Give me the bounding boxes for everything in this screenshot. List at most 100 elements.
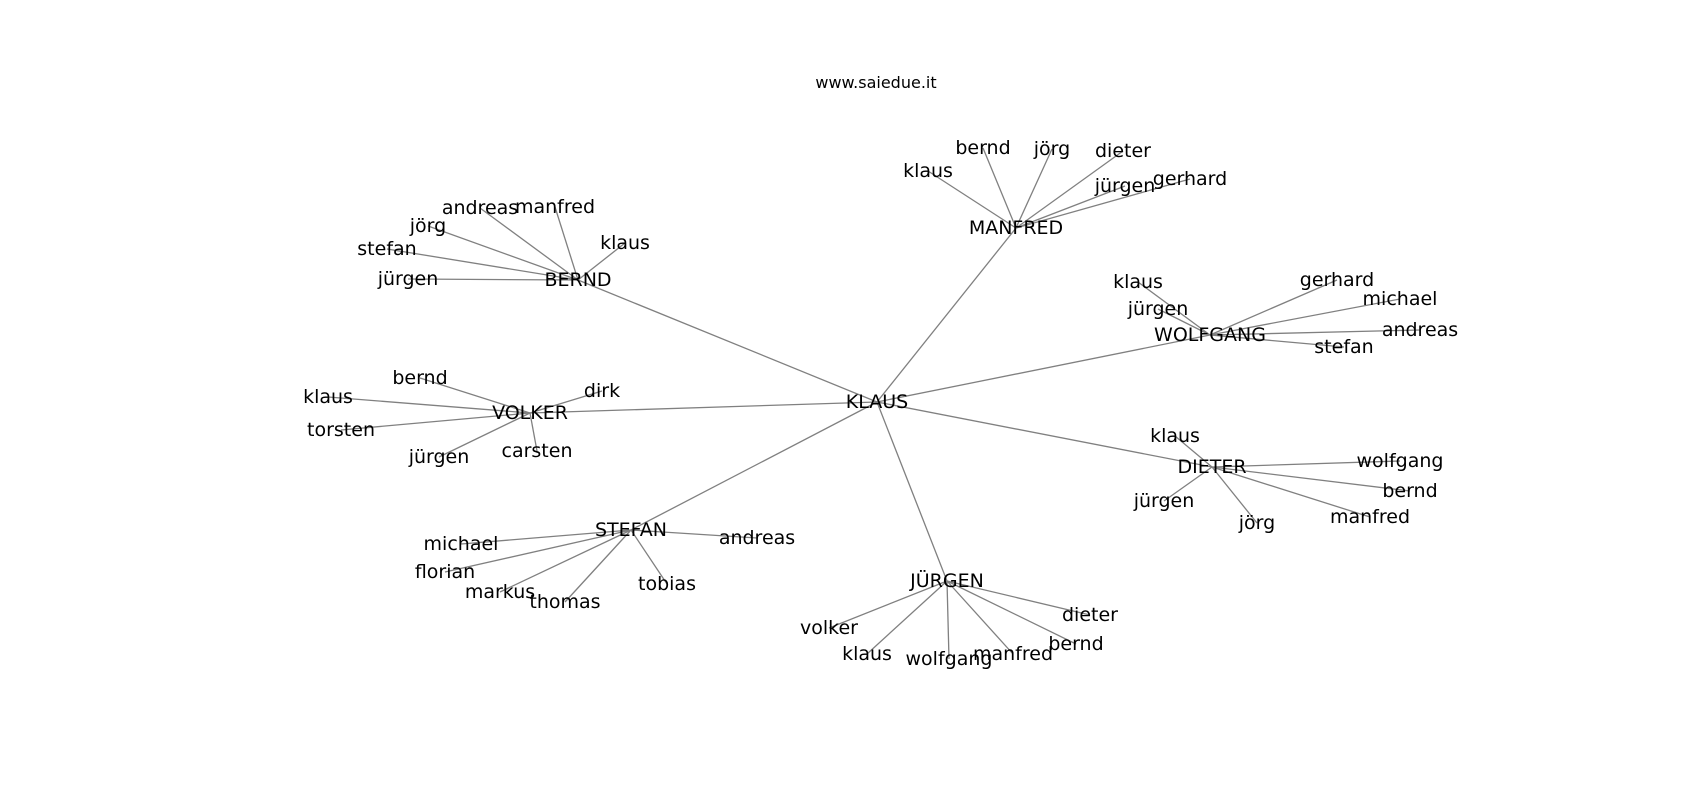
leaf-node-stefan-tobias: tobias <box>638 573 696 595</box>
edge-wolfgang-klaus <box>1137 281 1211 336</box>
leaf-node-manfred-klaus: klaus <box>903 160 953 182</box>
edge-manfred-bernd <box>982 147 1017 229</box>
leaf-node-stefan-andreas: andreas <box>719 527 795 549</box>
leaf-node-wolfgang-andreas: andreas <box>1382 319 1458 341</box>
edge-bernd-manfred <box>554 206 579 281</box>
edge-manfred-klaus <box>927 170 1017 229</box>
leaf-node-bernd-klaus: klaus <box>600 232 650 254</box>
leaf-node-stefan-thomas: thomas <box>529 591 600 613</box>
edge-dieter-juergen <box>1163 466 1213 502</box>
leaf-node-bernd-juergen: jürgen <box>377 268 439 290</box>
center-node-label: KLAUS <box>846 391 908 413</box>
hub-node-manfred: MANFRED <box>969 217 1063 239</box>
leaf-node-bernd-andreas: andreas <box>442 197 518 219</box>
edge-juergen-manfred <box>946 580 1014 655</box>
leaf-node-bernd-manfred: manfred <box>515 196 595 218</box>
edge-volker-dirk <box>529 390 603 414</box>
edge-volker-juergen <box>438 412 531 458</box>
leaf-node-juergen-dieter: dieter <box>1062 604 1118 626</box>
leaf-node-bernd-joerg: jörg <box>409 215 446 237</box>
leaf-node-wolfgang-stefan: stefan <box>1314 336 1373 358</box>
hub-node-bernd: BERND <box>544 269 611 291</box>
leaf-node-juergen-wolfgang: wolfgang <box>906 648 993 670</box>
leaf-node-juergen-bernd: bernd <box>1048 633 1103 655</box>
edge-manfred-dieter <box>1015 150 1124 229</box>
edge-bernd-juergen <box>407 278 579 281</box>
edges-layer <box>327 147 1421 660</box>
edge-bernd-klaus <box>577 242 626 281</box>
edge-wolfgang-andreas <box>1209 329 1421 336</box>
leaf-node-manfred-dieter: dieter <box>1095 140 1151 162</box>
edge-manfred-joerg <box>1015 148 1053 229</box>
edge-stefan-tobias <box>630 529 668 585</box>
labels-layer: KLAUSBERNDandreasmanfredjörgklausstefanj… <box>303 137 1458 670</box>
edge-center-dieter <box>876 401 1213 468</box>
graph-title: www.saiedue.it <box>815 73 936 92</box>
edge-volker-klaus <box>327 396 531 414</box>
leaf-node-volker-klaus: klaus <box>303 386 353 408</box>
edge-juergen-bernd <box>946 580 1077 645</box>
leaf-node-manfred-juergen: jürgen <box>1094 175 1156 197</box>
edge-volker-bernd <box>419 377 531 414</box>
leaf-node-juergen-klaus: klaus <box>842 643 892 665</box>
leaf-node-dieter-manfred: manfred <box>1330 506 1410 528</box>
leaf-node-volker-carsten: carsten <box>502 440 573 462</box>
leaf-node-wolfgang-klaus: klaus <box>1113 271 1163 293</box>
leaf-node-dieter-juergen: jürgen <box>1133 490 1195 512</box>
leaf-node-dieter-wolfgang: wolfgang <box>1357 450 1444 472</box>
hub-node-juergen: JÜRGEN <box>909 569 984 592</box>
edge-dieter-klaus <box>1174 435 1213 468</box>
edge-stefan-thomas <box>564 529 632 603</box>
edge-center-volker <box>529 401 878 414</box>
leaf-node-dieter-joerg: jörg <box>1238 512 1275 534</box>
edge-juergen-volker <box>828 580 948 629</box>
leaf-node-juergen-manfred: manfred <box>973 643 1053 665</box>
edge-center-juergen <box>876 401 948 582</box>
edge-center-stefan <box>630 401 878 531</box>
edge-volker-torsten <box>340 412 531 431</box>
edge-stefan-markus <box>499 529 632 593</box>
hub-node-wolfgang: WOLFGANG <box>1154 324 1266 346</box>
edge-bernd-stefan <box>386 248 579 281</box>
edge-juergen-klaus <box>866 580 948 655</box>
edge-wolfgang-juergen <box>1157 308 1211 336</box>
edge-dieter-manfred <box>1211 466 1371 518</box>
edge-wolfgang-michael <box>1209 298 1401 336</box>
edge-wolfgang-gerhard <box>1209 279 1338 336</box>
leaf-node-bernd-stefan: stefan <box>357 238 416 260</box>
leaf-node-manfred-bernd: bernd <box>955 137 1010 159</box>
leaf-node-juergen-volker: volker <box>800 617 858 639</box>
leaf-node-manfred-joerg: jörg <box>1033 138 1070 160</box>
edge-bernd-andreas <box>479 207 579 281</box>
edge-center-manfred <box>876 227 1017 403</box>
edge-juergen-wolfgang <box>946 580 950 660</box>
leaf-node-volker-dirk: dirk <box>584 380 620 402</box>
edge-center-wolfgang <box>876 334 1211 403</box>
leaf-node-manfred-gerhard: gerhard <box>1153 168 1227 190</box>
leaf-node-dieter-klaus: klaus <box>1150 425 1200 447</box>
leaf-node-wolfgang-gerhard: gerhard <box>1300 269 1374 291</box>
hub-node-volker: VOLKER <box>492 402 568 424</box>
hub-node-dieter: DIETER <box>1177 456 1246 478</box>
leaf-node-volker-juergen: jürgen <box>408 446 470 468</box>
edge-manfred-gerhard <box>1015 178 1191 229</box>
edge-stefan-michael <box>460 529 632 545</box>
leaf-node-volker-bernd: bernd <box>392 367 447 389</box>
edge-dieter-bernd <box>1211 466 1411 492</box>
edge-stefan-florian <box>444 529 632 573</box>
leaf-node-stefan-florian: florian <box>415 561 475 583</box>
edge-juergen-dieter <box>946 580 1091 616</box>
edge-dieter-wolfgang <box>1211 460 1401 468</box>
leaf-node-wolfgang-michael: michael <box>1363 288 1438 310</box>
leaf-node-stefan-michael: michael <box>424 533 499 555</box>
edge-wolfgang-stefan <box>1209 334 1345 348</box>
edge-stefan-andreas <box>630 529 758 539</box>
edge-volker-carsten <box>529 412 538 452</box>
leaf-node-wolfgang-juergen: jürgen <box>1127 298 1189 320</box>
hub-node-stefan: STEFAN <box>595 519 667 541</box>
leaf-node-stefan-markus: markus <box>465 581 535 603</box>
edge-manfred-juergen <box>1015 185 1126 229</box>
edge-center-bernd <box>577 279 878 403</box>
edge-dieter-joerg <box>1211 466 1258 524</box>
